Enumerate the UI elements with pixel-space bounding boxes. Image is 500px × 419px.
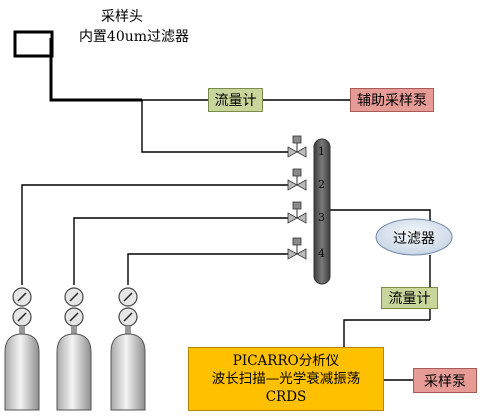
- sampling-head-title: 采样头: [101, 9, 143, 25]
- valve-number-4: 4: [318, 247, 325, 260]
- analyzer-line-3: CRDS: [265, 389, 307, 405]
- flowmeter-bottom: 流量计: [381, 287, 438, 309]
- connection-lines: [21, 99, 431, 381]
- filter-ellipse: [375, 218, 453, 256]
- sampling-head-subtitle: 内置40um过滤器: [78, 29, 190, 45]
- analyzer-line-1: PICARRO分析仪: [232, 353, 340, 369]
- picarro-analyzer: PICARRO分析仪 波长扫描—光学衰减振荡 CRDS: [188, 347, 384, 411]
- valve-4[interactable]: [287, 237, 307, 260]
- sample-pump: 采样泵: [413, 368, 477, 393]
- valve-1[interactable]: [287, 135, 307, 158]
- valve-3[interactable]: [287, 201, 307, 224]
- sample-pump-label: 采样泵: [424, 373, 466, 390]
- valve-number-1: 1: [318, 145, 325, 158]
- valve-2[interactable]: [287, 168, 307, 191]
- sampling-head-box: [13, 30, 54, 58]
- gas-cylinder-3: [110, 287, 146, 411]
- aux-sampling-pump-label: 辅助采样泵: [357, 93, 427, 109]
- valve-number-3: 3: [318, 211, 325, 224]
- valve-manifold: [313, 138, 331, 285]
- flowmeter-bottom-label: 流量计: [388, 291, 431, 307]
- flowmeter-top-label: 流量计: [214, 93, 257, 109]
- sampling-line: [49, 38, 142, 102]
- flowmeter-top: 流量计: [208, 88, 263, 112]
- valve-number-2: 2: [318, 178, 325, 191]
- aux-sampling-pump: 辅助采样泵: [350, 88, 434, 112]
- analyzer-line-2: 波长扫描—光学衰减振荡: [211, 371, 361, 387]
- gas-cylinder-1: [4, 287, 40, 411]
- gas-cylinder-2: [56, 287, 92, 411]
- filter-label: 过滤器: [393, 231, 435, 247]
